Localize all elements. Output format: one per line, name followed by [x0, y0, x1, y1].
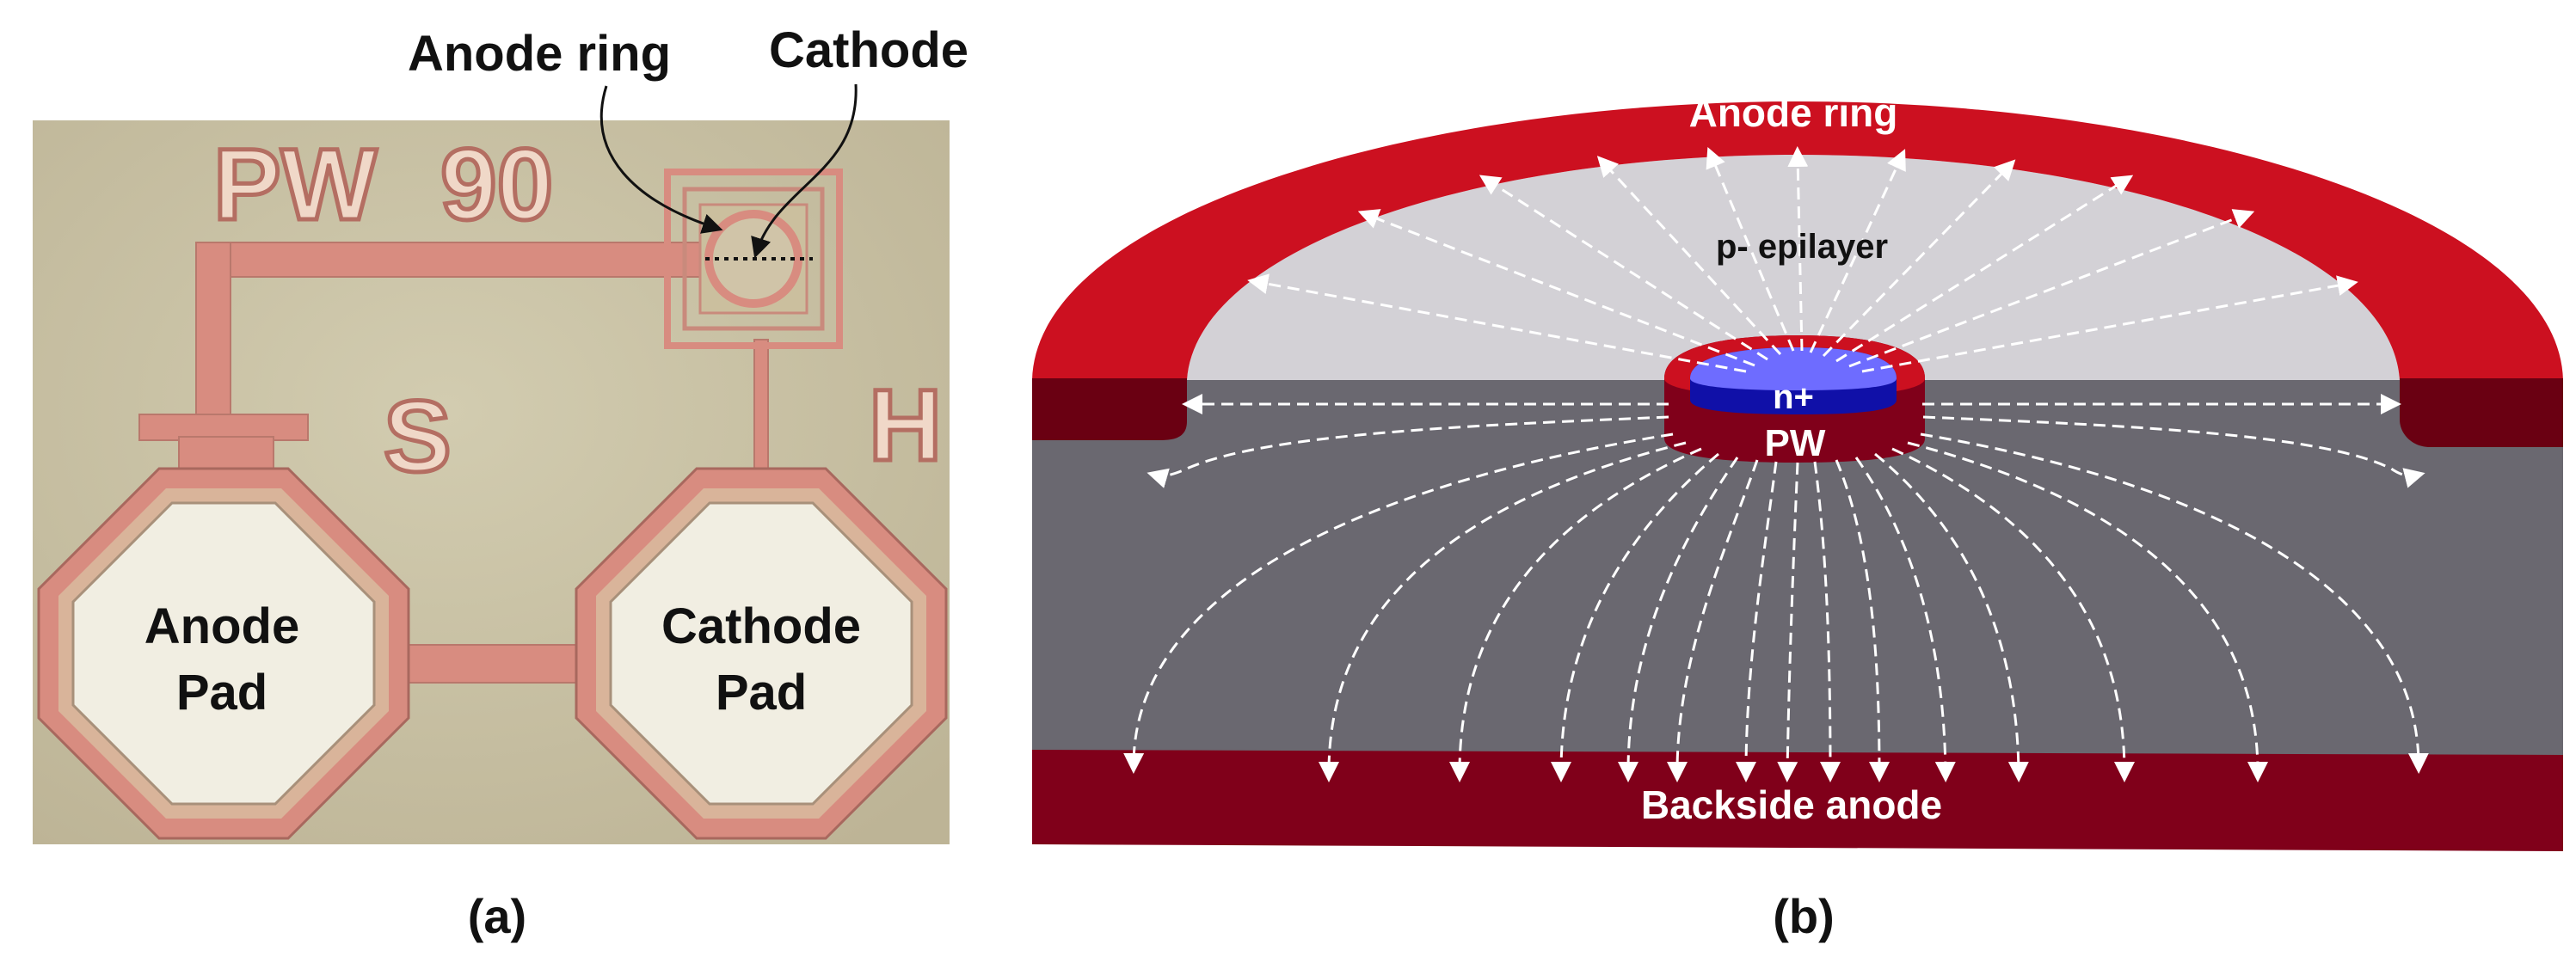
marking-90: 90: [440, 128, 553, 242]
callout-arrow-cathode: [751, 83, 858, 259]
anode-pad-label-line2: Pad: [176, 665, 267, 721]
label-n-plus: n+: [1773, 378, 1814, 416]
n-plus-region-top: [1690, 347, 1897, 390]
field-lines-upper: [1247, 146, 2358, 373]
cathode-pad-label-line1: Cathode: [661, 598, 861, 654]
anode-ring-foot-right: [2400, 378, 2563, 447]
substrate: [1032, 380, 2563, 757]
callout-arrow-anode-ring: [599, 85, 723, 234]
panel-a: PW 90 S H Anode Pad Cathode Pad Anode ri…: [33, 22, 968, 943]
anode-pad: [37, 467, 410, 840]
cathode-pad-label-line2: Pad: [716, 665, 807, 721]
caption-a: (a): [468, 889, 526, 943]
anode-ring-foot-left: [1032, 378, 1187, 440]
anode-ring-arch: [1032, 101, 2563, 380]
field-lines-lateral: [1147, 394, 2425, 488]
marking-pw: PW: [213, 128, 378, 242]
callout-cathode: Cathode: [769, 22, 968, 78]
chip-markings: PW 90 S H: [212, 126, 944, 496]
field-lines-lower: [1123, 432, 2429, 782]
marking-h: H: [869, 369, 942, 482]
callout-anode-ring: Anode ring: [408, 26, 671, 82]
label-epilayer: p- epilayer: [1716, 228, 1888, 266]
caption-b: (b): [1773, 889, 1835, 943]
panel-b: Anode ring p- epilayer n+ PW Backside an…: [1032, 90, 2563, 943]
marking-s: S: [384, 380, 452, 494]
epilayer: [1187, 155, 2400, 380]
cathode-pad: [575, 467, 948, 840]
label-p-well: PW: [1765, 422, 1826, 464]
label-backside-anode: Backside anode: [1641, 782, 1942, 827]
label-anode-ring: Anode ring: [1689, 90, 1898, 135]
backside-anode: [1032, 750, 2563, 851]
anode-pad-label-line1: Anode: [144, 598, 299, 654]
